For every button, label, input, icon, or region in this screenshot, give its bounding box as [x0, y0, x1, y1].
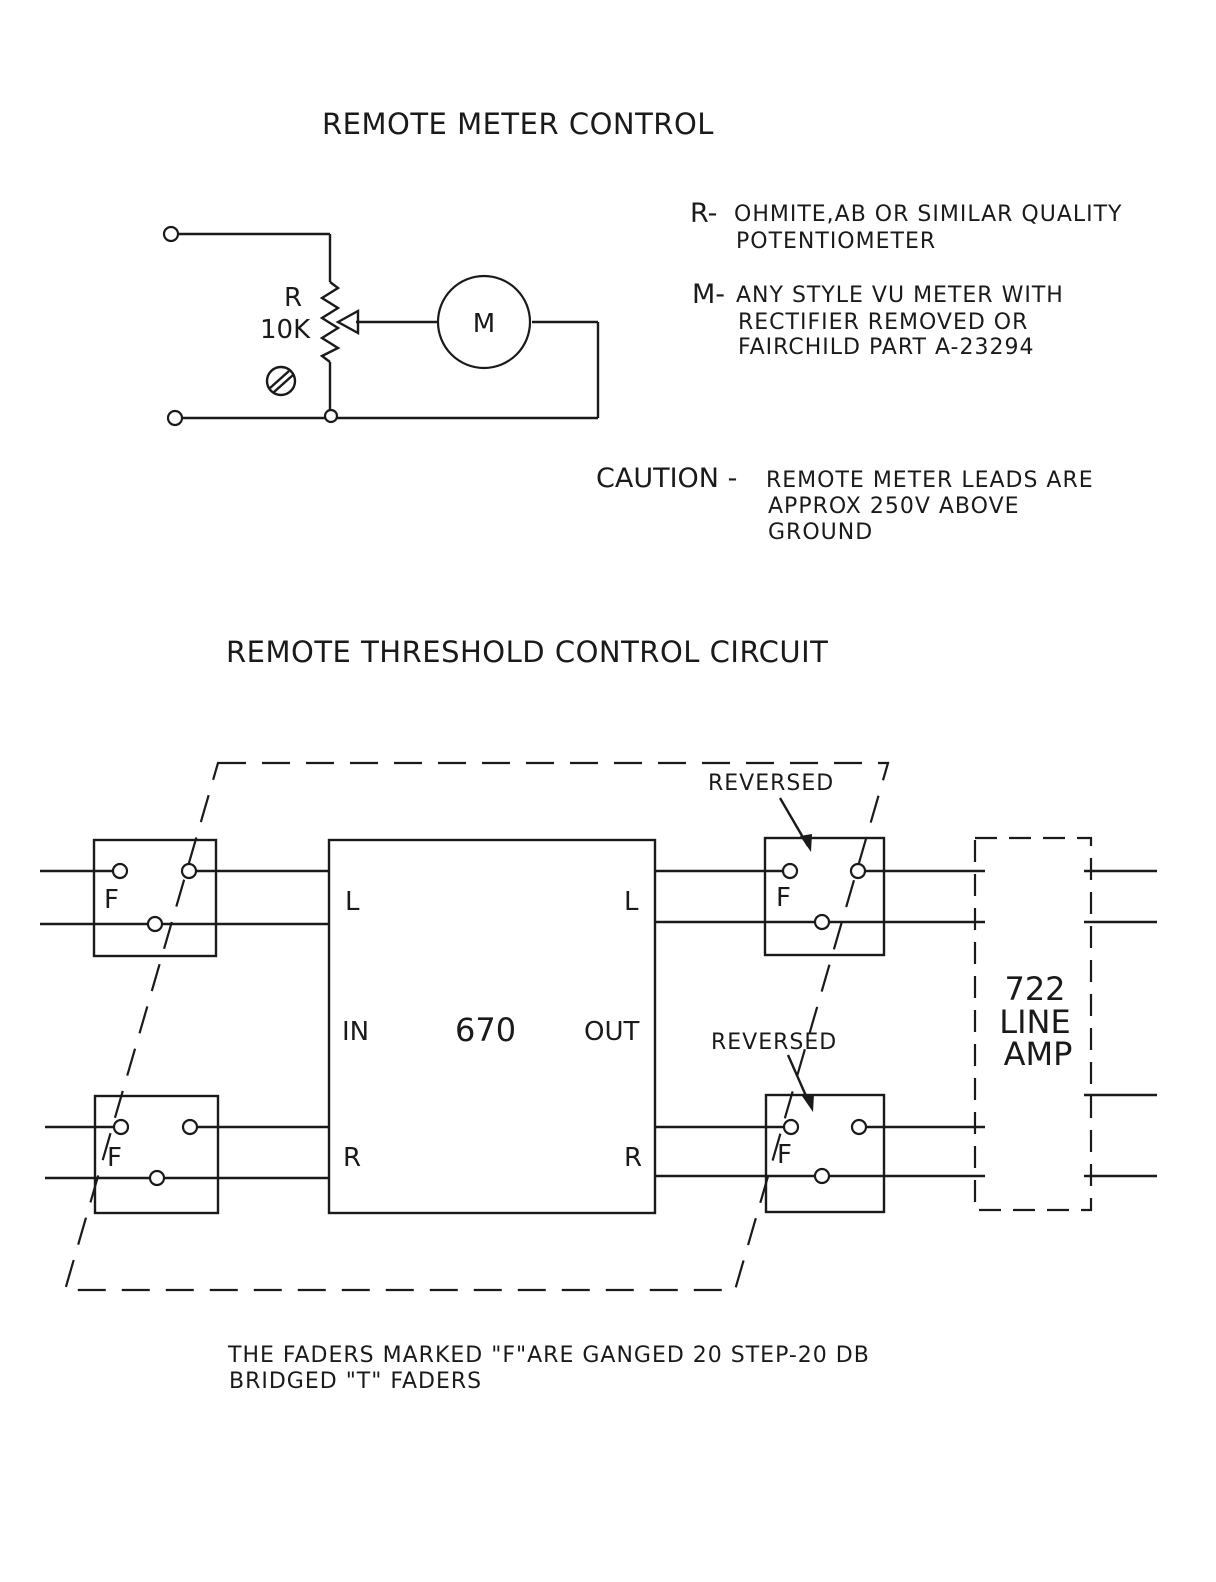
- footnote-line2: BRIDGED "T" FADERS: [229, 1369, 482, 1394]
- screwdriver-adjust-icon: [265, 365, 297, 397]
- unit-number: 670: [455, 1011, 516, 1049]
- meter-circuit-wiring: [178, 232, 600, 420]
- vu-meter-symbol: [436, 274, 532, 370]
- line-amp-line: LINE: [999, 1003, 1070, 1041]
- meter-section-title: REMOTE METER CONTROL: [322, 107, 714, 141]
- caution-label: CAUTION -: [596, 463, 737, 494]
- fader-input-right: F: [45, 1094, 329, 1215]
- meter-input-terminal-top: [162, 225, 180, 243]
- reversed-callout-bottom: REVERSED: [711, 1030, 837, 1112]
- caution-line1: REMOTE METER LEADS ARE: [766, 468, 1094, 493]
- fader-ganging-outline: [63, 761, 890, 1292]
- potentiometer-wiper-arrow: [335, 308, 360, 336]
- note-r-line2: POTENTIOMETER: [736, 229, 936, 254]
- reversed-label-bottom: REVERSED: [711, 1030, 837, 1055]
- reversed-callout-top: REVERSED: [708, 771, 834, 852]
- note-m-prefix: M-: [692, 279, 725, 310]
- line-amp-722: 722 LINE AMP: [973, 836, 1157, 1212]
- note-r-prefix: R-: [690, 198, 717, 229]
- unit-out-left-label: L: [624, 887, 639, 917]
- caution-note: CAUTION - REMOTE METER LEADS ARE APPROX …: [596, 463, 1094, 545]
- fader-output-right: F: [655, 1093, 985, 1214]
- remote-threshold-control: REMOTE THRESHOLD CONTROL CIRCUIT L L IN …: [40, 635, 1157, 1394]
- caution-line3: GROUND: [768, 520, 873, 545]
- meter-input-terminal-bottom: [166, 409, 184, 427]
- unit-670-box: [327, 838, 657, 1215]
- fader-input-left: F: [40, 838, 329, 958]
- junction-terminal: [323, 408, 339, 424]
- note-m-line1: ANY STYLE VU METER WITH: [736, 283, 1064, 308]
- threshold-section-title: REMOTE THRESHOLD CONTROL CIRCUIT: [226, 635, 828, 669]
- remote-meter-control: REMOTE METER CONTROL R 10K: [162, 107, 1123, 545]
- note-r-line1: OHMITE,AB OR SIMILAR QUALITY: [734, 202, 1123, 227]
- fader-input-left-label: F: [104, 885, 119, 915]
- fader-output-left-label: F: [776, 883, 791, 913]
- unit-out-right-label: R: [624, 1143, 642, 1173]
- line-amp-amp: AMP: [1004, 1035, 1073, 1073]
- footnote: THE FADERS MARKED "F"ARE GANGED 20 STEP-…: [227, 1343, 870, 1394]
- resistor-label: R: [284, 283, 302, 313]
- footnote-line1: THE FADERS MARKED "F"ARE GANGED 20 STEP-…: [227, 1343, 870, 1368]
- component-notes: R- OHMITE,AB OR SIMILAR QUALITY POTENTIO…: [690, 198, 1123, 360]
- note-m-line3: FAIRCHILD PART A-23294: [738, 335, 1034, 360]
- unit-in-left-label: L: [345, 887, 360, 917]
- unit-in-right-label: R: [343, 1143, 361, 1173]
- fader-output-left: F: [655, 836, 985, 957]
- note-m-line2: RECTIFIER REMOVED OR: [738, 310, 1028, 335]
- unit-out-label: OUT: [584, 1017, 639, 1047]
- fader-input-right-label: F: [107, 1143, 122, 1173]
- potentiometer-resistor: [319, 281, 341, 363]
- unit-in-label: IN: [342, 1017, 369, 1047]
- fader-output-right-label: F: [777, 1140, 792, 1170]
- line-amp-number: 722: [1004, 970, 1065, 1008]
- caution-line2: APPROX 250V ABOVE: [768, 494, 1020, 519]
- resistor-value: 10K: [260, 315, 311, 345]
- meter-label: M: [473, 309, 495, 339]
- reversed-label-top: REVERSED: [708, 771, 834, 796]
